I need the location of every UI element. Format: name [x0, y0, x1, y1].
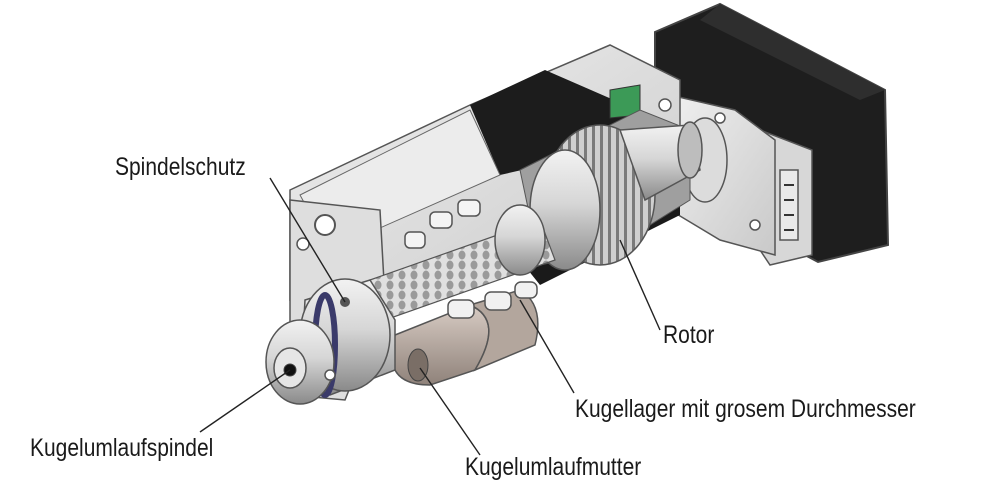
bearing-segment — [447, 299, 475, 319]
bearing-segment — [484, 291, 512, 311]
leader-lines — [199, 177, 661, 456]
label-kugelumlaufmutter: Kugelumlaufmutter — [465, 453, 642, 481]
label-rotor: Rotor — [663, 321, 715, 349]
label-kugellager: Kugellager mit grosem Durchmesser — [575, 395, 916, 423]
leader-spindelschutz — [269, 177, 346, 303]
leader-kugelumlaufmutter — [419, 367, 481, 456]
label-kugelumlaufspindel: Kugelumlaufspindel — [30, 434, 214, 462]
leader-kugelumlaufspindel — [199, 369, 291, 433]
connector-icon — [779, 169, 799, 241]
bearing-segment — [514, 281, 538, 299]
ball-screw-spindle — [369, 204, 556, 321]
ball-screw-nut — [391, 281, 539, 386]
spindle-end-cap — [265, 319, 336, 405]
leader-kugellager — [519, 299, 575, 394]
leader-rotor — [619, 239, 661, 331]
label-spindelschutz: Spindelschutz — [115, 153, 246, 181]
